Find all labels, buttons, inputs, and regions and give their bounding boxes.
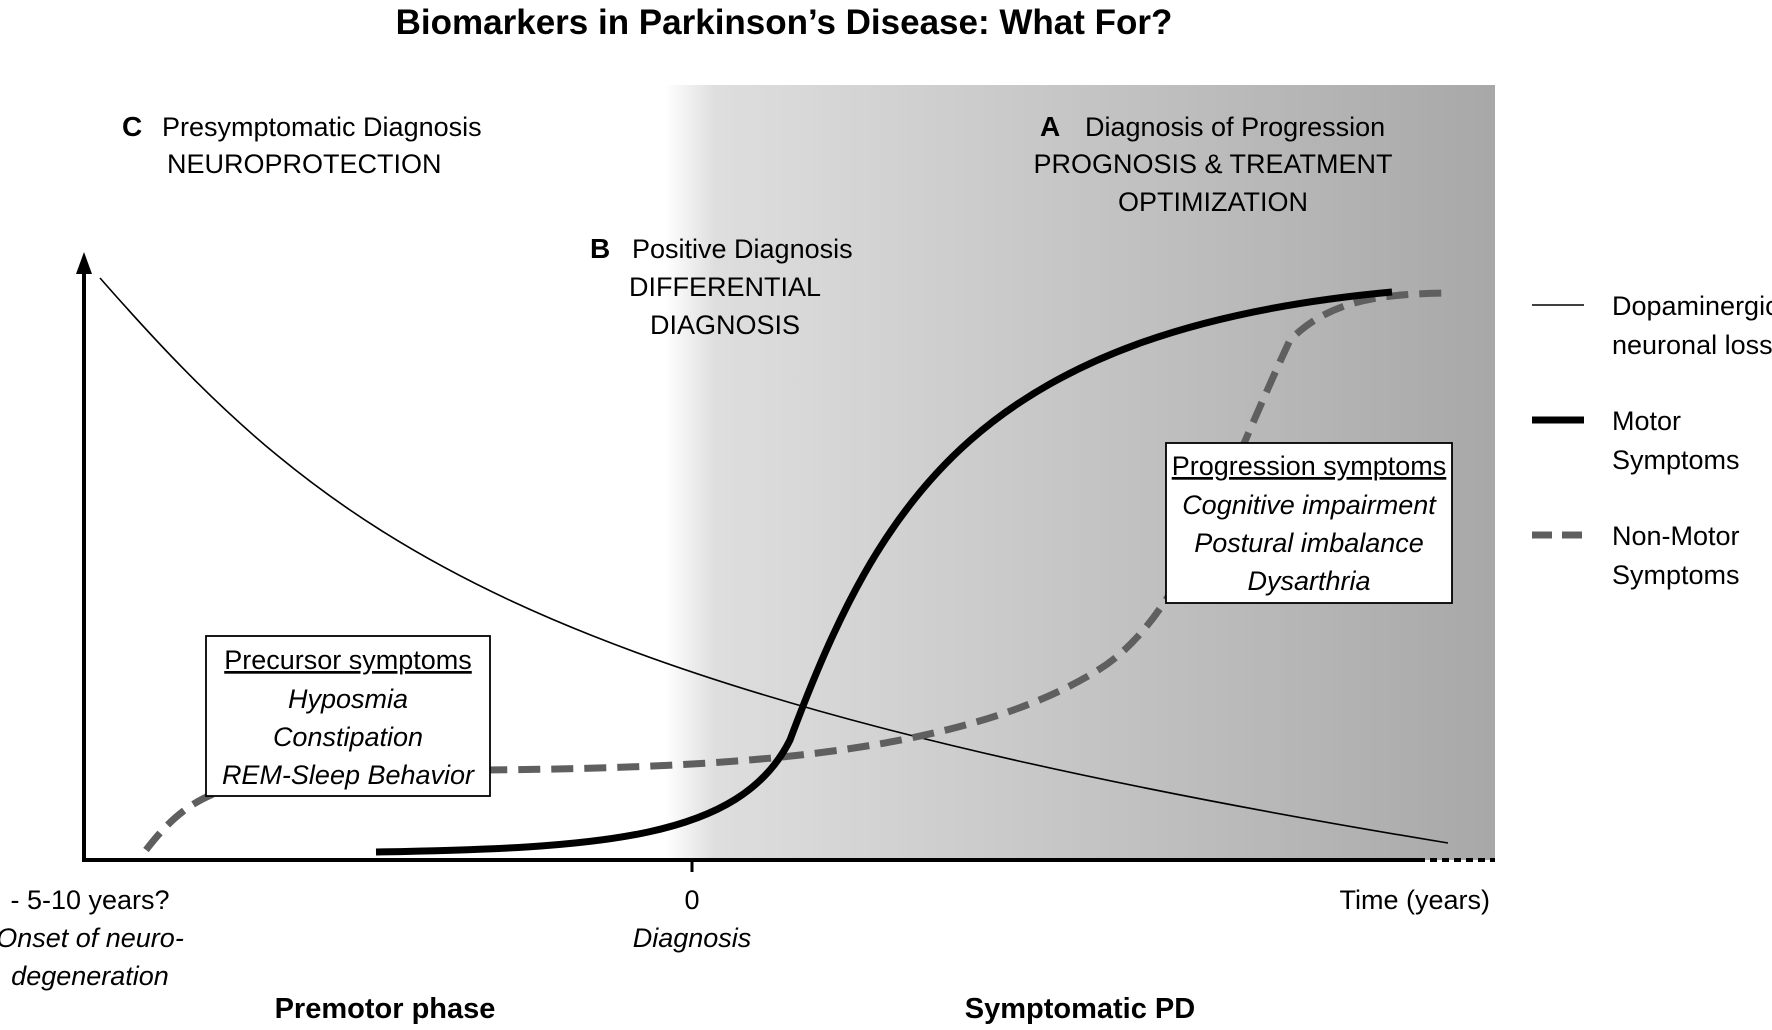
axis-diagnosis-sub-label: Diagnosis <box>633 923 752 953</box>
panel-c-letter: C <box>122 111 142 142</box>
y-axis-arrow-icon <box>76 252 92 274</box>
axis-time-label: Time (years) <box>1339 885 1490 915</box>
progression-item-cognitive: Cognitive impairment <box>1182 490 1437 520</box>
precursor-symptoms-heading: Precursor symptoms <box>224 645 472 675</box>
progression-item-dysarthria: Dysarthria <box>1247 566 1370 596</box>
precursor-item-hyposmia: Hyposmia <box>288 684 408 714</box>
axis-left-tick-label: - 5-10 years? <box>10 885 169 915</box>
phase-symptomatic-label: Symptomatic PD <box>965 993 1195 1025</box>
precursor-item-constipation: Constipation <box>273 722 423 752</box>
panel-b-subtitle-2: DIAGNOSIS <box>650 310 800 340</box>
legend-nonmotor-label-2: Symptoms <box>1612 560 1740 590</box>
dopaminergic-loss-curve <box>99 277 1449 844</box>
axis-left-sub-label-2: degeneration <box>11 961 169 991</box>
precursor-item-rem-sleep: REM-Sleep Behavior <box>222 760 475 790</box>
panel-c-title: Presymptomatic Diagnosis <box>162 112 482 142</box>
axis-left-sub-label-1: Onset of neuro- <box>0 923 184 953</box>
motor-symptoms-curve <box>375 288 1393 856</box>
axis-diagnosis-tick-label: 0 <box>684 885 699 915</box>
panel-b-letter: B <box>590 233 610 264</box>
legend: Dopaminergic neuronal loss Motor Symptom… <box>1532 291 1772 590</box>
panel-c-subtitle: NEUROPROTECTION <box>167 149 442 179</box>
legend-dopaminergic-label-2: neuronal loss <box>1612 330 1772 360</box>
panel-a-subtitle-2: OPTIMIZATION <box>1118 187 1308 217</box>
phase-premotor-label: Premotor phase <box>275 993 496 1025</box>
progression-symptoms-box <box>1165 442 1453 604</box>
precursor-symptoms-box <box>205 635 491 797</box>
progression-symptoms-heading: Progression symptoms <box>1172 451 1447 481</box>
legend-dopaminergic-label-1: Dopaminergic <box>1612 291 1772 321</box>
legend-motor-label-2: Symptoms <box>1612 445 1740 475</box>
panel-a-title: Diagnosis of Progression <box>1085 112 1385 142</box>
legend-motor-label-1: Motor <box>1612 406 1681 436</box>
progression-item-postural: Postural imbalance <box>1194 528 1424 558</box>
panel-a-subtitle-1: PROGNOSIS & TREATMENT <box>1033 149 1392 179</box>
panel-b-subtitle-1: DIFFERENTIAL <box>629 272 821 302</box>
panel-a-letter: A <box>1040 111 1060 142</box>
panel-b-title: Positive Diagnosis <box>632 234 853 264</box>
figure-title: Biomarkers in Parkinson’s Disease: What … <box>396 3 1173 42</box>
legend-nonmotor-label-1: Non-Motor <box>1612 521 1740 551</box>
